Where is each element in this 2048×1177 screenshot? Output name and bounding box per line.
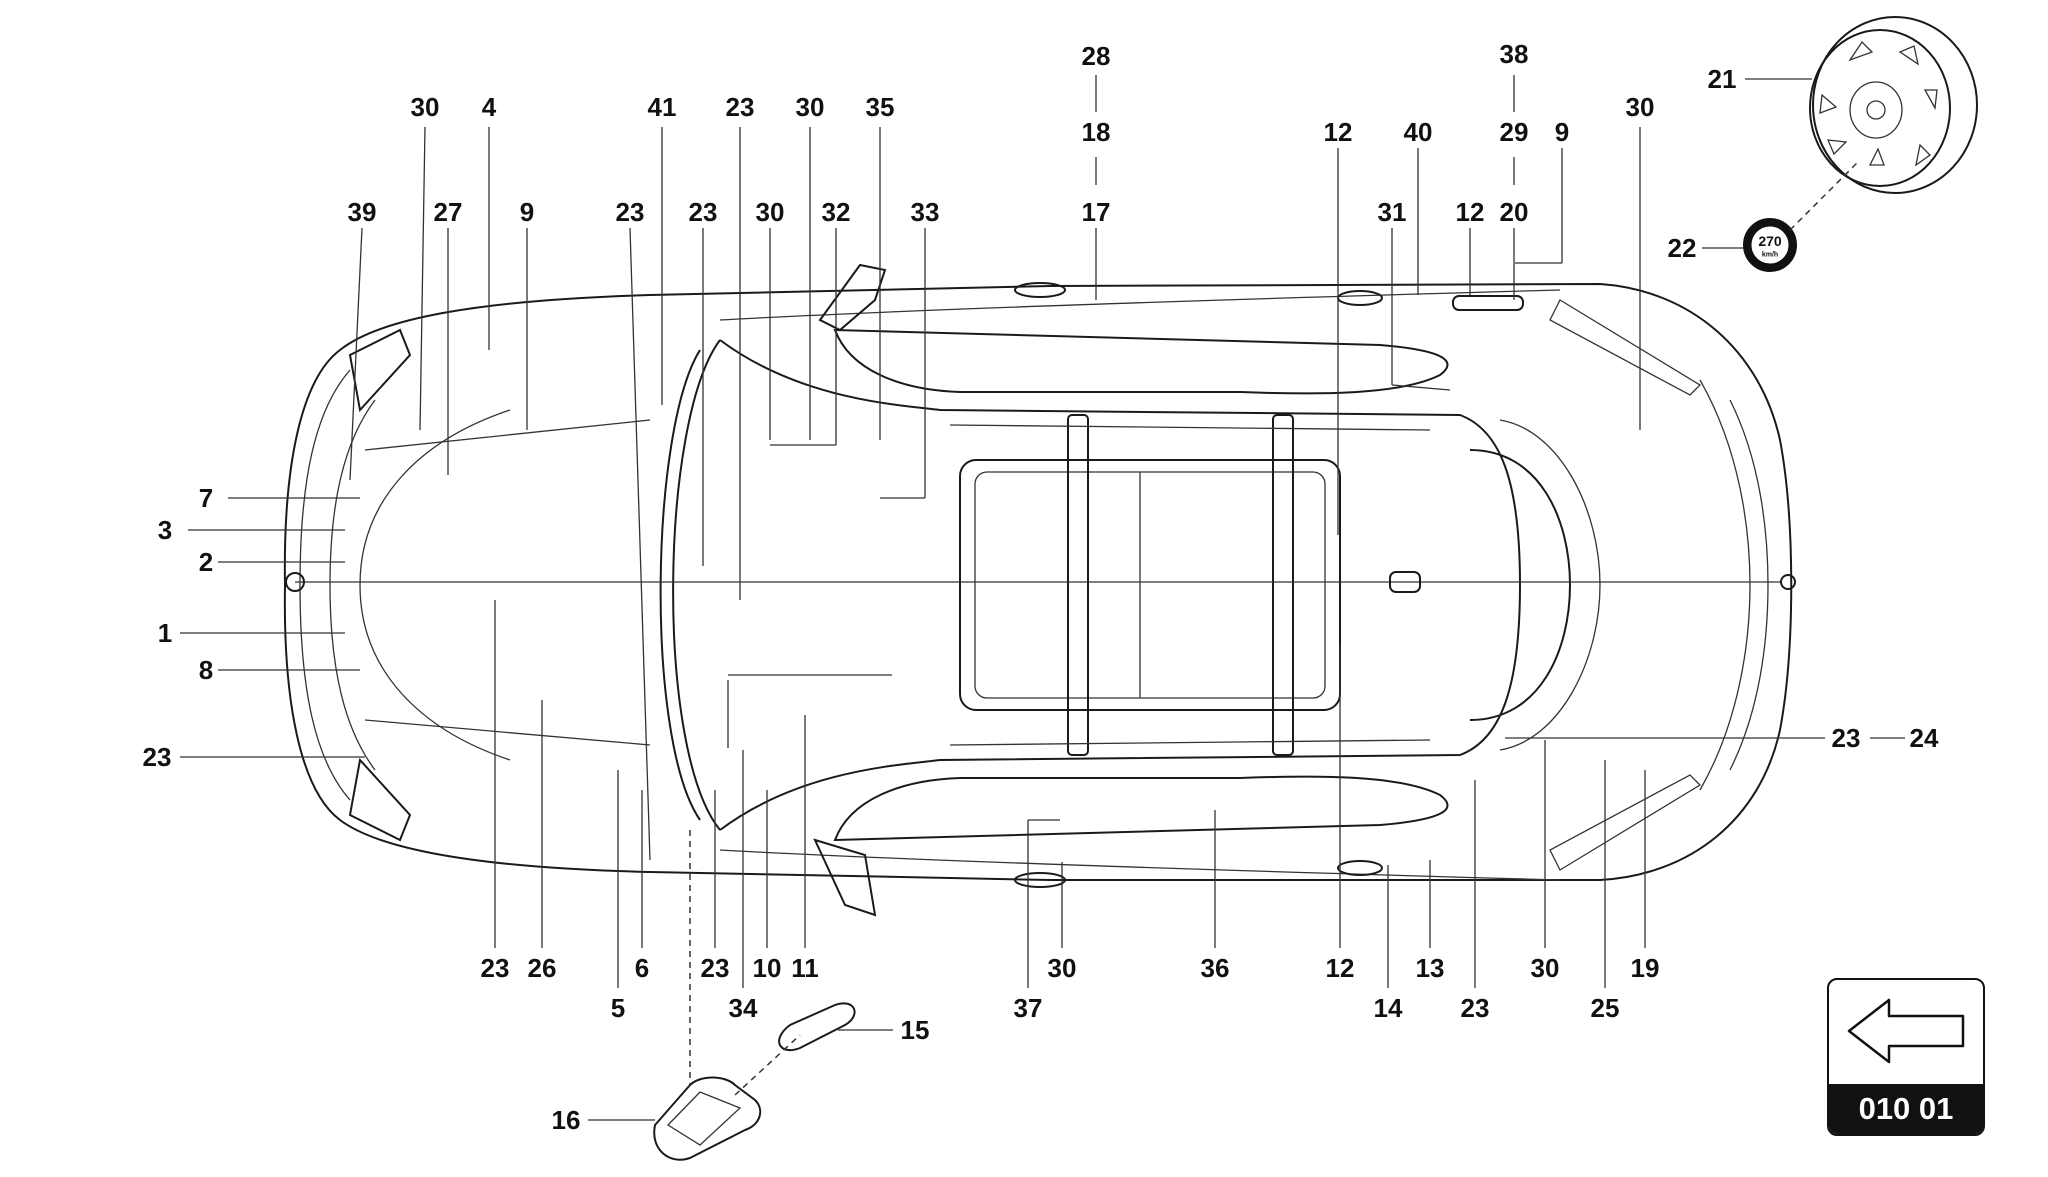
- callout-label: 28: [1082, 41, 1111, 71]
- callout-label: 32: [822, 197, 851, 227]
- callout-label: 11: [791, 953, 819, 983]
- callout-label: 30: [1626, 92, 1655, 122]
- callout-label: 26: [528, 953, 557, 983]
- callout-label: 25: [1591, 993, 1620, 1023]
- callout-label: 30: [411, 92, 440, 122]
- callout-label: 30: [1531, 953, 1560, 983]
- callout-label: 9: [1555, 117, 1569, 147]
- callout-label: 8: [199, 655, 213, 685]
- callout-label: 1: [158, 618, 172, 648]
- callout-label: 31: [1378, 197, 1407, 227]
- callout-label: 23: [701, 953, 730, 983]
- callout-label: 3: [158, 515, 172, 545]
- callout-label: 23: [726, 92, 755, 122]
- callout-label: 23: [481, 953, 510, 983]
- callout-label: 34: [729, 993, 758, 1023]
- callout-label: 30: [756, 197, 785, 227]
- callout-label: 22: [1668, 233, 1697, 263]
- callout-label: 18: [1082, 117, 1111, 147]
- callout-label: 23: [616, 197, 645, 227]
- callout-label: 37: [1014, 993, 1043, 1023]
- callout-label: 35: [866, 92, 895, 122]
- speed-badge: 270 km/h: [1743, 218, 1797, 272]
- callout-label: 17: [1082, 197, 1111, 227]
- callout-label: 5: [611, 993, 625, 1023]
- callout-label: 19: [1631, 953, 1660, 983]
- previous-page-button[interactable]: 010 01: [1827, 978, 1985, 1136]
- callout-label: 12: [1326, 953, 1355, 983]
- callout-label: 20: [1500, 197, 1529, 227]
- callout-label: 39: [348, 197, 377, 227]
- callout-labels: 1 2 3 7 8 23 39 30 27 4 9 41 23 23 23 30…: [143, 39, 1939, 1135]
- callout-label: 27: [434, 197, 463, 227]
- callout-label: 23: [1461, 993, 1490, 1023]
- callout-label: 7: [199, 483, 213, 513]
- callout-label: 23: [689, 197, 718, 227]
- page-code: 010 01: [1829, 1084, 1983, 1134]
- callout-label: 38: [1500, 39, 1529, 69]
- callout-label: 2: [199, 547, 213, 577]
- callout-label: 15: [901, 1015, 930, 1045]
- part-15-drawing: [778, 1002, 856, 1052]
- callout-label: 29: [1500, 117, 1529, 147]
- callout-label: 13: [1416, 953, 1445, 983]
- callout-label: 10: [753, 953, 782, 983]
- leader-lines: [180, 75, 1905, 1121]
- callout-label: 36: [1201, 953, 1230, 983]
- callout-label: 9: [520, 197, 534, 227]
- callout-label: 12: [1456, 197, 1485, 227]
- spare-wheel: [1809, 16, 1978, 194]
- callout-label: 21: [1708, 64, 1737, 94]
- callout-label: 33: [911, 197, 940, 227]
- callout-label: 12: [1324, 117, 1353, 147]
- callout-label: 24: [1910, 723, 1939, 753]
- car-body: [283, 263, 1796, 917]
- callout-label: 23: [1832, 723, 1861, 753]
- callout-label: 4: [482, 92, 497, 122]
- arrow-left-icon: [1847, 998, 1965, 1064]
- speed-badge-unit: km/h: [1762, 252, 1778, 259]
- callout-label: 14: [1374, 993, 1403, 1023]
- speed-badge-speed: 270: [1758, 233, 1782, 249]
- callout-label: 30: [796, 92, 825, 122]
- callout-label: 40: [1404, 117, 1433, 147]
- callout-label: 23: [143, 742, 172, 772]
- part-16-drawing: [653, 1076, 762, 1161]
- callout-label: 41: [648, 92, 677, 122]
- callout-label: 16: [552, 1105, 581, 1135]
- callout-label: 30: [1048, 953, 1077, 983]
- callout-label: 6: [635, 953, 649, 983]
